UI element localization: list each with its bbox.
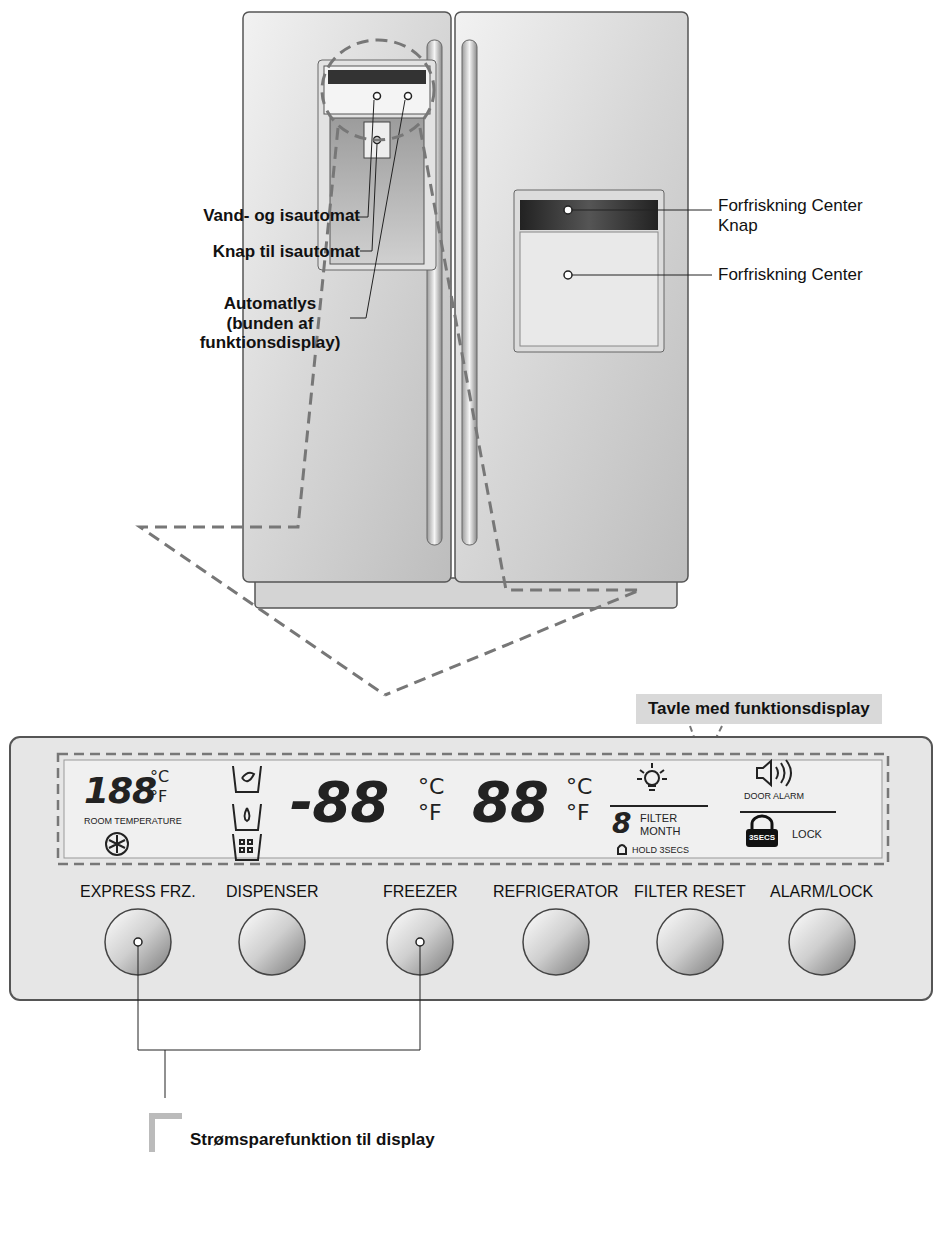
unit-label: °F — [566, 800, 590, 825]
lock-icon — [746, 829, 778, 847]
display-label: DOOR ALARM — [744, 791, 804, 801]
display-outline — [58, 754, 888, 864]
unit-label: °C — [566, 774, 592, 799]
display-icons — [106, 760, 836, 860]
refreshment-center-door — [520, 232, 658, 346]
button-label: ALARM/LOCK — [770, 883, 873, 901]
display-screen — [64, 760, 882, 858]
display-label: HOLD 3SECS — [632, 845, 689, 855]
pointer-dot — [416, 938, 424, 946]
note-label: Strømsparefunktion til display — [190, 1130, 435, 1150]
unit-label: °F — [418, 800, 442, 825]
refreshment-center-band — [520, 200, 658, 230]
bracket — [165, 1050, 166, 1098]
button-label: DISPENSER — [226, 883, 318, 901]
display-label: FILTER MONTH — [640, 812, 688, 837]
bracket — [138, 946, 420, 1050]
part-label: Knap til isautomat — [150, 242, 360, 262]
pointer-dot — [564, 206, 572, 214]
part-label: Forfriskning Center — [718, 265, 918, 285]
dispenser-display — [328, 70, 426, 84]
zoom-lines — [140, 40, 640, 695]
pointer-dot — [564, 271, 572, 279]
display-label: LOCK — [792, 828, 822, 841]
door-handle — [462, 40, 477, 545]
refreshment-center-frame — [514, 190, 664, 352]
unit-label: °C — [418, 774, 444, 799]
panel-buttons — [105, 909, 855, 975]
button-label: FILTER RESET — [634, 883, 746, 901]
pointer-dot — [134, 938, 142, 946]
unit-label: °F — [150, 788, 167, 806]
control-panel — [10, 737, 932, 1000]
segment-digits: -88 — [290, 770, 388, 834]
lock-icon — [752, 816, 772, 829]
button-label: REFRIGERATOR — [493, 883, 619, 901]
pointer-dot — [405, 93, 412, 100]
dispenser-panel — [324, 66, 430, 114]
segment-digits: 8 — [612, 808, 630, 840]
segment-digits: 88 — [472, 770, 548, 834]
part-label: Forfriskning Center Knap — [718, 196, 868, 235]
bracket-mark — [152, 1116, 182, 1152]
button-label: EXPRESS FRZ. — [80, 883, 196, 901]
leader-lines — [350, 100, 712, 318]
fridge-door — [455, 12, 688, 582]
caption-box: Tavle med funktionsdisplay — [636, 694, 882, 724]
unit-label: °C — [150, 768, 169, 786]
display-label: ROOM TEMPERATURE — [84, 816, 182, 826]
segment-digits: 188 — [84, 770, 156, 811]
dispenser-frame — [318, 60, 436, 270]
pointer-dot — [374, 93, 381, 100]
display-label: 3SECS — [748, 833, 776, 842]
button-label: FREEZER — [383, 883, 458, 901]
part-label: Vand- og isautomat — [150, 206, 360, 226]
caption-text: Tavle med funktionsdisplay — [648, 699, 870, 719]
part-label: Automatlys (bunden af funktionsdisplay) — [190, 294, 350, 353]
